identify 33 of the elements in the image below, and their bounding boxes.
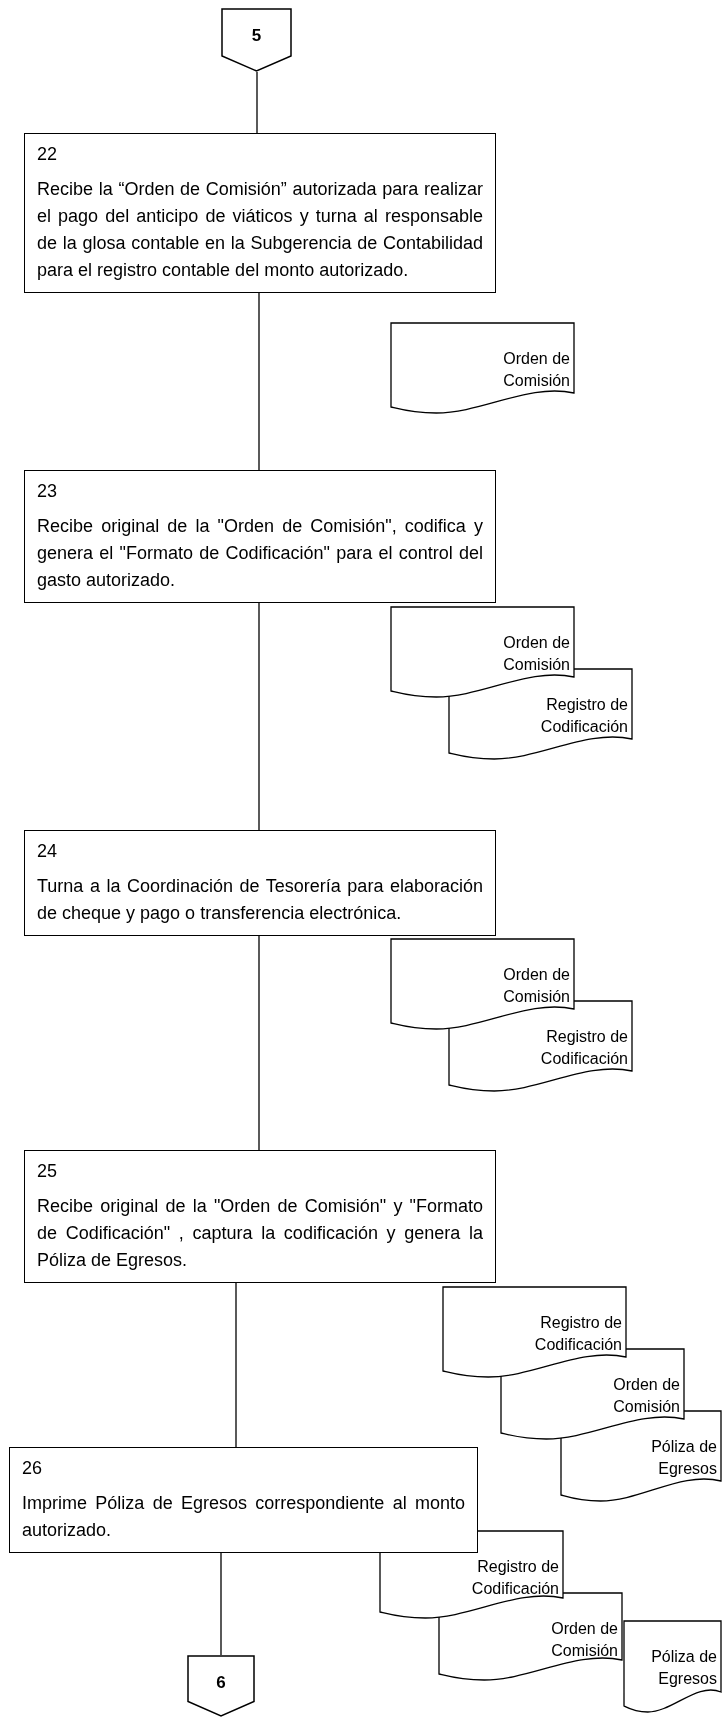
connector-line [258, 935, 260, 1151]
step-number: 24 [37, 840, 59, 863]
document-label: Orden de Comisión [550, 1619, 618, 1661]
document-label: Orden de Comisión [612, 1375, 680, 1417]
connector-number: 5 [250, 26, 263, 46]
process-box [24, 1150, 496, 1283]
step-description: Recibe original de la "Orden de Comisión", codifica y genera el "Formato de Codificación" para el control del gasto autorizado. [37, 515, 483, 592]
step-number: 22 [37, 143, 59, 166]
document-label: Orden de Comisión [502, 349, 570, 391]
step-number: 25 [37, 1160, 59, 1183]
process-box [24, 133, 496, 293]
document-label: Orden de Comisión [502, 633, 570, 675]
step-description: Imprime Póliza de Egresos correspondiente al monto autorizado. [22, 1492, 465, 1542]
step-description: Turna a la Coordinación de Tesorería para elaboración de cheque y pago o transferencia electrónica. [37, 875, 483, 925]
document-label: Orden de Comisión [502, 965, 570, 1007]
connector-line [258, 602, 260, 831]
document-label: Registro de Codificación [533, 1313, 622, 1355]
document-label: Registro de Codificación [470, 1557, 559, 1599]
step-description: Recibe original de la "Orden de Comisión" y "Formato de Codificación" , captura la codificación y genera la Póliza de Egresos. [37, 1195, 483, 1272]
document-label: Póliza de Egresos [650, 1437, 717, 1479]
document-label: Registro de Codificación [539, 695, 628, 737]
document-label: Póliza de Egresos [650, 1647, 717, 1689]
connector-line [235, 1282, 237, 1448]
connector-line [258, 292, 260, 471]
connector-line [220, 1552, 222, 1656]
step-number: 23 [37, 480, 59, 503]
process-box [24, 470, 496, 603]
step-description: Recibe la “Orden de Comisión” autorizada para realizar el pago del anticipo de viáticos y turna al responsable de la glosa contable en la Subgerencia de Contabilidad para el registro contable del monto autorizado. [37, 178, 483, 282]
process-box [24, 830, 496, 936]
step-number: 26 [22, 1457, 44, 1480]
connector-line [256, 71, 258, 134]
document-label: Registro de Codificación [539, 1027, 628, 1069]
connector-number: 6 [215, 1673, 227, 1693]
